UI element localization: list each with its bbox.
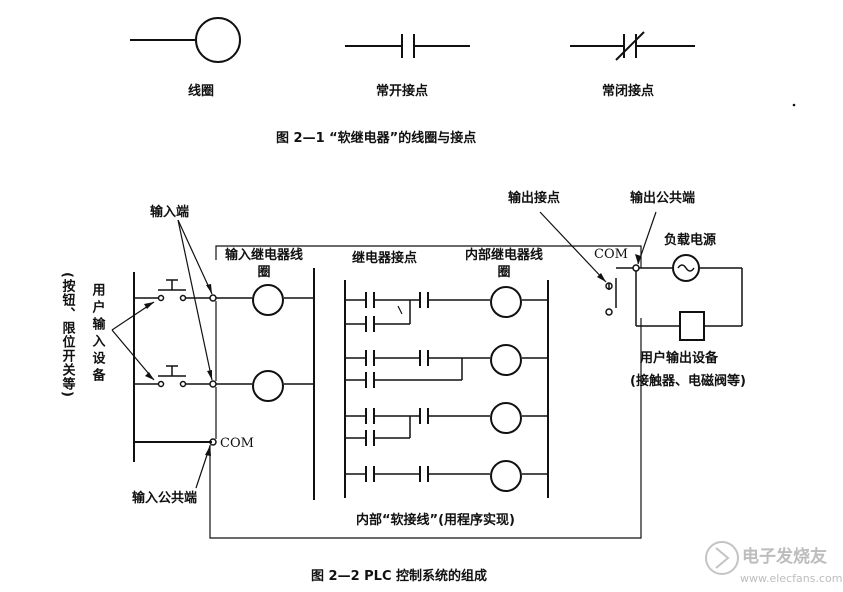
output-contact-label: 输出接点 <box>508 190 560 206</box>
user-input-device-label: 用户输入设备 <box>90 283 107 385</box>
input-terminal-2 <box>209 380 217 388</box>
user-output-device-label: 用户输出设备 <box>639 350 719 366</box>
user-output-device-icon <box>679 311 705 341</box>
output-device-note-label: (接触器、电磁阀等) <box>630 373 746 389</box>
output-contact-leader-arrow <box>539 211 607 283</box>
fig2-caption: 图 2—2 PLC 控制系统的组成 <box>311 568 487 584</box>
internal-relay-coil-label-box: 内部继电器线圈 <box>464 248 543 280</box>
ladder-rung-2 <box>345 344 548 388</box>
relay-contacts-label: 继电器接点 <box>352 250 417 266</box>
input-relay-coil-label: 输入继电器线圈 <box>224 248 303 280</box>
fig1-no-contact-symbol <box>345 34 470 58</box>
input-com-terminal <box>209 438 217 446</box>
fig1-no-contact-label: 常开接点 <box>376 83 428 99</box>
input-relay-coil-1 <box>216 284 313 316</box>
output-com-label: COM <box>594 247 628 262</box>
plc-boundary <box>209 245 642 539</box>
fig1-caption: 图 2—1 “软继电器”的线圈与接点 <box>276 130 476 146</box>
input-common-label: 输入公共端 <box>132 490 197 506</box>
output-contact <box>605 278 617 316</box>
input-terminal-leader-arrows <box>177 219 213 381</box>
output-wiring <box>616 267 743 327</box>
load-power-source-icon <box>672 254 700 282</box>
output-common-label: 输出公共端 <box>630 190 695 206</box>
input-field-bus <box>133 272 212 462</box>
ladder-rung-4 <box>345 460 548 492</box>
input-terminal-label: 输入端 <box>150 204 189 220</box>
speck <box>792 103 796 107</box>
watermark-cn: 电子发烧友 <box>742 546 827 567</box>
input-com-label: COM <box>220 436 254 451</box>
ladder-rung-3 <box>345 402 548 446</box>
soft-wiring-label: 内部“软接线”(用程序实现) <box>356 512 515 528</box>
input-device-note-label: (按钮、限位开关等) <box>60 272 77 398</box>
fig1-coil-symbol <box>130 17 241 63</box>
output-common-leader-arrow <box>635 211 657 265</box>
input-common-leader-arrow <box>195 445 211 489</box>
input-terminal-1 <box>209 294 217 302</box>
watermark-logo-icon <box>705 541 739 575</box>
ladder-rung-1 <box>345 286 548 332</box>
fig1-nc-contact-symbol <box>570 31 695 61</box>
input-relay-coil-2 <box>216 370 313 402</box>
load-power-label: 负载电源 <box>664 232 716 248</box>
user-input-leader-arrows <box>111 301 155 381</box>
internal-relay-coil-label: 内部继电器线圈 <box>464 248 543 280</box>
fig1-nc-contact-label: 常闭接点 <box>602 83 654 99</box>
watermark-url: www.elecfans.com <box>740 572 842 585</box>
input-relay-coil-label-box: 输入继电器线圈 <box>224 248 303 280</box>
input-button-2 <box>134 365 210 388</box>
output-common-terminal <box>632 264 640 272</box>
input-button-1 <box>134 279 210 302</box>
fig1-coil-label: 线圈 <box>188 83 214 99</box>
